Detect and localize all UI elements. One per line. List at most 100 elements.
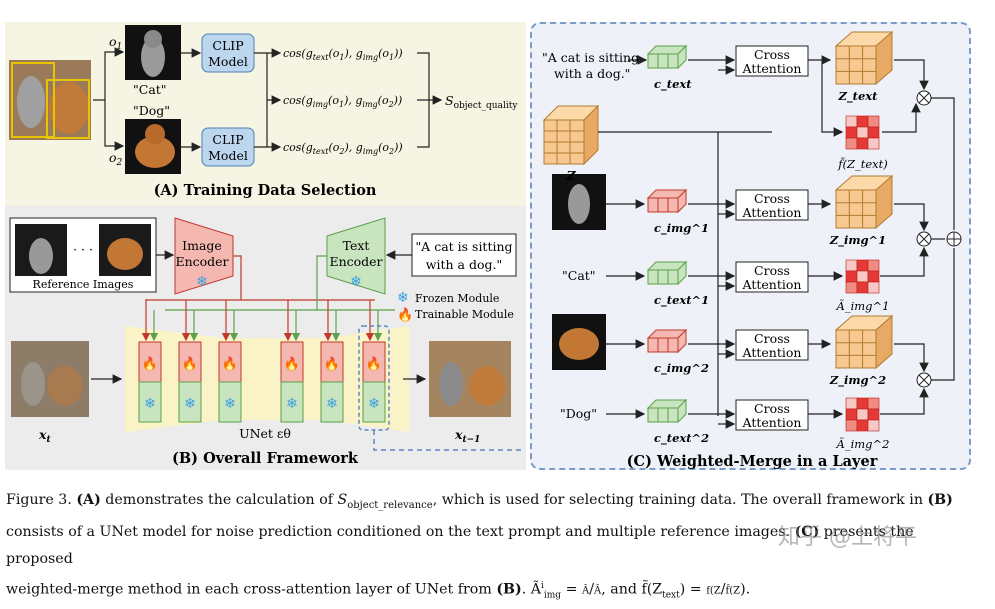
- watermark: 知乎 @上将平: [778, 525, 917, 550]
- panel-c-prompt-line1: "A cat is sitting: [542, 50, 639, 65]
- cos-text-img-o2: cos(gtext(o2), gimg(o2)): [283, 141, 403, 156]
- cos-img-img: cos(gimg(o1), gimg(o2)): [283, 94, 402, 109]
- svg-text:with a dog.": with a dog.": [426, 257, 502, 272]
- merge-operators: [916, 90, 962, 388]
- prompt-box: "A cat is sitting with a dog.": [411, 233, 517, 277]
- fire-icon: 🔥: [182, 356, 198, 372]
- svg-text:Encoder: Encoder: [175, 254, 228, 269]
- unet-block: 🔥❄: [218, 300, 242, 423]
- svg-text:"A cat is sitting: "A cat is sitting: [415, 239, 512, 254]
- unet-label: UNet εθ: [239, 426, 291, 441]
- object-image-cat: [125, 25, 181, 80]
- source-image-cat-dog: [9, 60, 91, 140]
- svg-text:"Cat": "Cat": [562, 268, 596, 283]
- xt-1-label: xt−1: [454, 427, 480, 445]
- svg-text:Z_text: Z_text: [838, 89, 879, 104]
- score-label: Sobject_quality: [445, 93, 518, 111]
- clip-model-box-1: CLIP Model: [201, 33, 255, 73]
- snowflake-icon: ❄: [368, 396, 380, 412]
- svg-text:Text: Text: [343, 238, 370, 253]
- caption-line-3: weighted-merge method in each cross-atte…: [6, 580, 751, 601]
- svg-text:Attention: Attention: [742, 277, 802, 292]
- unet-block: 🔥❄: [280, 300, 304, 423]
- fire-icon: 🔥: [222, 356, 238, 372]
- svg-text:Ã_img^1: Ã_img^1: [836, 299, 890, 313]
- weighted-merge-rows: c_textCrossAttentionZ_textc_img^1CrossAt…: [552, 30, 929, 451]
- svg-text:c_img^1: c_img^1: [654, 221, 709, 236]
- object-image-dog: [125, 119, 181, 174]
- svg-text:Attention: Attention: [742, 345, 802, 360]
- unet-block: 🔥❄: [178, 300, 202, 423]
- dog-label: "Dog": [133, 103, 170, 118]
- z-cube: Z: [542, 104, 600, 183]
- panel-c-title: (C) Weighted-Merge in a Layer: [627, 453, 878, 470]
- svg-text:Cross: Cross: [754, 331, 790, 346]
- unet-blocks: 🔥❄🔥❄🔥❄🔥❄🔥❄🔥❄: [138, 300, 386, 423]
- svg-text:Cross: Cross: [754, 401, 790, 416]
- svg-text:Ã_img^2: Ã_img^2: [836, 437, 890, 451]
- svg-text:· · ·: · · ·: [73, 242, 93, 257]
- fire-icon: 🔥: [397, 307, 413, 323]
- svg-text:Cross: Cross: [754, 191, 790, 206]
- panel-a-training-data-selection: o1 o2 "Cat" "Dog" CLIP Model CLIP Model …: [5, 22, 526, 206]
- svg-text:"Dog": "Dog": [560, 406, 597, 421]
- snowflake-icon: ❄: [184, 396, 196, 412]
- fire-icon: 🔥: [284, 356, 300, 372]
- snowflake-icon: ❄: [350, 274, 362, 290]
- unet-block: 🔥❄: [138, 300, 162, 423]
- fire-icon: 🔥: [366, 356, 382, 372]
- noisy-image-xt: [11, 341, 89, 417]
- unet-block: 🔥❄: [362, 300, 386, 423]
- svg-text:Image: Image: [182, 238, 222, 253]
- legend-trainable: Trainable Module: [415, 308, 514, 321]
- svg-text:Model: Model: [208, 54, 248, 69]
- svg-text:f̃(Z_text): f̃(Z_text): [837, 157, 888, 171]
- snowflake-icon: ❄: [326, 396, 338, 412]
- clip-model-box-2: CLIP Model: [201, 127, 255, 167]
- image-encoder: Image Encoder ❄: [174, 217, 234, 295]
- svg-text:Z_img^2: Z_img^2: [829, 373, 886, 388]
- xt-label: xt: [38, 427, 51, 445]
- conditioning-lines: [145, 255, 395, 311]
- cos-text-img-o1: cos(gtext(o1), gimg(o1)): [283, 47, 403, 62]
- f-z-text-grid: f̃(Z_text): [821, 59, 929, 415]
- svg-text:Attention: Attention: [742, 415, 802, 430]
- reference-images-label: Reference Images: [33, 278, 134, 291]
- cat-label: "Cat": [133, 82, 167, 97]
- snowflake-icon: ❄: [397, 290, 409, 306]
- snowflake-icon: ❄: [144, 396, 156, 412]
- panel-c-prompt-line2: with a dog.": [554, 66, 630, 81]
- text-encoder: Text Encoder ❄: [326, 217, 386, 295]
- panel-b-overall-framework: · · · Reference Images Image Encoder ❄ T…: [5, 206, 526, 470]
- denoised-image-xt-1: [429, 341, 511, 417]
- snowflake-icon: ❄: [224, 396, 236, 412]
- o2-label: o2: [109, 150, 123, 168]
- fire-icon: 🔥: [324, 356, 340, 372]
- caption-line-2: consists of a UNet model for noise predi…: [6, 523, 914, 567]
- o1-label: o1: [109, 34, 122, 52]
- svg-text:c_text^2: c_text^2: [654, 431, 709, 446]
- svg-text:Model: Model: [208, 148, 248, 163]
- svg-text:Attention: Attention: [742, 61, 802, 76]
- svg-text:c_text^1: c_text^1: [654, 293, 709, 308]
- svg-text:CLIP: CLIP: [212, 38, 243, 53]
- svg-text:Cross: Cross: [754, 47, 790, 62]
- svg-text:Z: Z: [565, 168, 576, 183]
- fire-icon: 🔥: [142, 356, 158, 372]
- snowflake-icon: ❄: [286, 396, 298, 412]
- unet-block: 🔥❄: [320, 300, 344, 423]
- legend-frozen: Frozen Module: [415, 292, 499, 305]
- reference-images-box: · · · Reference Images: [9, 217, 157, 293]
- svg-text:c_text: c_text: [654, 77, 692, 92]
- caption-line-1: Figure 3. (A) demonstrates the calculati…: [6, 492, 953, 511]
- svg-text:Attention: Attention: [742, 205, 802, 220]
- svg-text:CLIP: CLIP: [212, 132, 243, 147]
- svg-text:Z_img^1: Z_img^1: [829, 233, 886, 248]
- panel-b-title: (B) Overall Framework: [172, 450, 359, 467]
